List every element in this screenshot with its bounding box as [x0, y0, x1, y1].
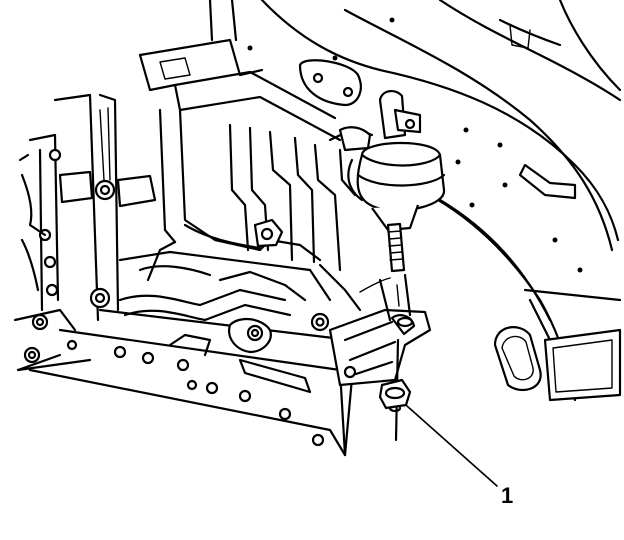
left-frame-rail [13, 93, 157, 372]
callout-label-1: 1 [501, 483, 513, 508]
rivet-dots [247, 17, 583, 273]
callout-1: 1 [406, 405, 513, 508]
callout-leader-line [406, 405, 498, 487]
upper-frame-bracket [138, 0, 342, 142]
crossmember [16, 250, 357, 457]
crossmember-bolt-holes [66, 339, 325, 447]
mount-nut [378, 338, 412, 442]
engine-mount-assembly [328, 90, 446, 387]
engine-housing [146, 108, 362, 312]
fender-wheelhouse [247, 0, 622, 402]
